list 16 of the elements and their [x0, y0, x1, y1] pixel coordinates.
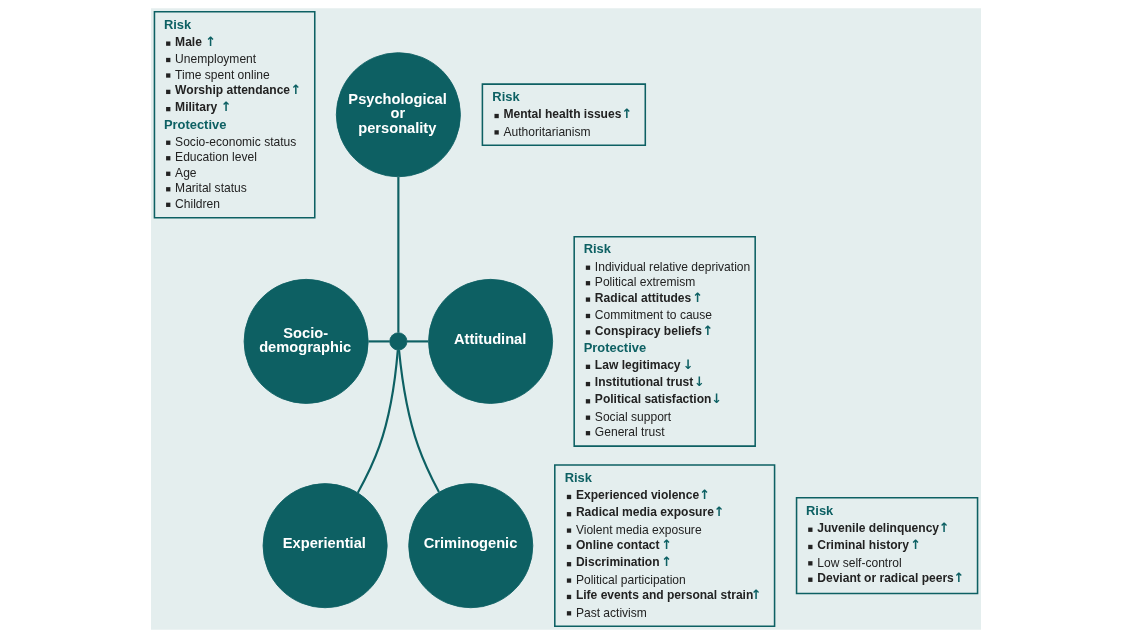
connector	[406, 340, 428, 343]
node-circle: Psychological or personality	[335, 52, 461, 178]
node-circle: Experiential	[262, 483, 388, 609]
node-box: Risk Experienced violence↑ Radical media exposure↑ Violent media exposure Online contact↑ Discrimination↑ Political participation Life events and personal strain↑ Past activism	[553, 464, 775, 628]
node-box: Risk Mental health issues↑ Authoritarianism	[481, 83, 646, 147]
connector	[397, 349, 440, 493]
connector	[396, 177, 399, 333]
node-box: Risk Male↑ Unemployment Time spent online Worship attendance↑ Military↑ Protective Socio-economic status Education level Age Marital status Children	[153, 10, 316, 219]
node-box: Risk Individual relative deprivation Political extremism Radical attitudes↑ Commitment to cause Conspiracy beliefs↑ Protective Law legitimacy↓ Institutional trust↓ Political satisfaction↓ Social support General trust	[572, 235, 756, 447]
node-circle: Criminogenic	[407, 483, 533, 609]
node-circle	[388, 332, 407, 351]
node-circle: Attitudinal	[427, 278, 553, 404]
node-circle: Socio-demographic	[243, 278, 369, 404]
node-box: Risk Juvenile delinquency↑ Criminal history↑ Low self-control Deviant or radical peers↑	[795, 497, 978, 595]
connector	[356, 349, 399, 494]
connector	[367, 340, 390, 343]
